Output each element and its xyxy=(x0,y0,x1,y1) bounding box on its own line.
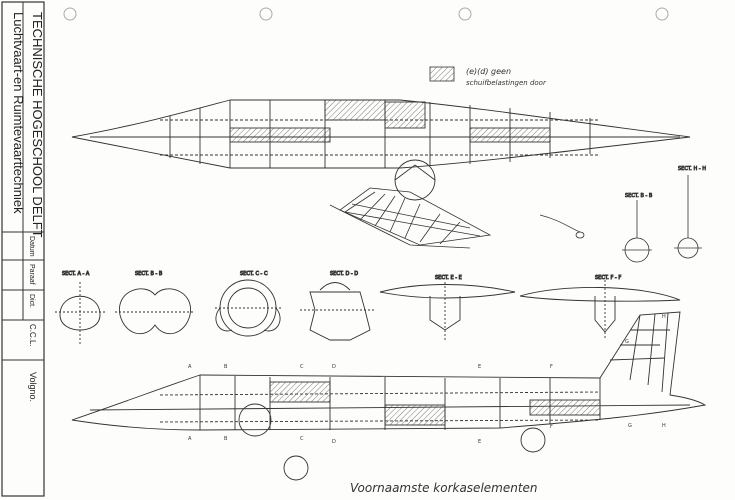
marker-g-top: G xyxy=(625,339,629,345)
marker-b-bottom: B xyxy=(224,436,228,442)
marker-a-bottom: A xyxy=(188,436,192,442)
punch-holes xyxy=(63,7,669,21)
marker-g-bottom: G xyxy=(628,423,632,429)
marker-a-top: A xyxy=(188,364,192,370)
plan-view-fuselage xyxy=(71,99,691,201)
section-bb-label: SECT. B - B xyxy=(135,271,163,277)
section-markers: A A B B C C D D E E F F G G H H xyxy=(188,314,666,445)
section-ff-label: SECT. F - F xyxy=(595,275,621,281)
title-block: TECHNISCHE HOGESCHOOL DELFT Luchtvaart-e… xyxy=(1,1,45,497)
section-hh-label: SECT. H - H xyxy=(678,166,706,172)
cross-sections: SECT. A - A SECT. B - B SECT. C - C SECT… xyxy=(55,271,681,345)
marker-c-top: C xyxy=(300,364,304,370)
legend: (e)(d) geen schuifbelastingen door xyxy=(429,66,547,87)
section-views-right: SECT. B - B SECT. H - H xyxy=(622,166,707,263)
department-name: Luchtvaart-en Ruimtevaarttechniek xyxy=(11,12,26,214)
marker-d-bottom: D xyxy=(332,439,336,445)
marker-d-top: D xyxy=(332,364,336,370)
wing-panel xyxy=(329,187,585,249)
marker-b-top: B xyxy=(224,364,228,370)
paraaf-label: Paraaf xyxy=(28,264,35,285)
legend-hatch-swatch xyxy=(429,66,455,82)
marker-h-top: H xyxy=(662,314,666,320)
marker-e-bottom: E xyxy=(478,439,481,445)
marker-e-top: E xyxy=(478,364,481,370)
volgno-label: Volgno. xyxy=(28,372,38,402)
section-bb2-label: SECT. B - B xyxy=(625,193,653,199)
dict-label: Dict. xyxy=(28,294,35,308)
marker-c-bottom: C xyxy=(300,436,304,442)
legend-line-1: (e)(d) geen xyxy=(466,67,511,76)
section-dd-label: SECT. D - D xyxy=(330,271,358,277)
marker-h-bottom: H xyxy=(662,423,666,429)
section-aa-label: SECT. A - A xyxy=(62,271,90,277)
marker-f-top: F xyxy=(550,364,553,370)
legend-line-2: schuifbelastingen door xyxy=(466,79,547,87)
marker-f-bottom: F xyxy=(550,424,553,430)
institution-name: TECHNISCHE HOGESCHOOL DELFT xyxy=(30,12,45,238)
datum-label: Datum xyxy=(28,236,35,257)
initials-label: C.C.L. xyxy=(28,324,37,347)
side-view-fuselage xyxy=(71,311,707,481)
drawing-caption: Voornaamste korkaselementen xyxy=(350,481,538,495)
section-ee-label: SECT. E - E xyxy=(435,275,462,281)
section-cc-label: SECT. C - C xyxy=(240,271,268,277)
